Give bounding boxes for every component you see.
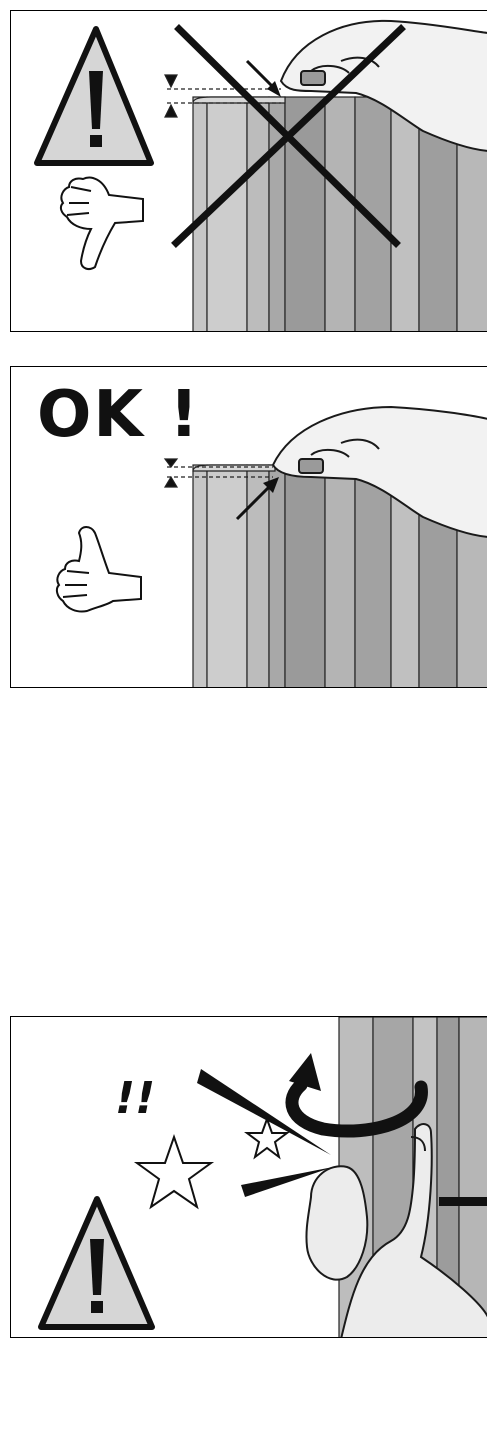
arrow-icon: [247, 61, 281, 97]
panel-wrong-installation: [10, 10, 487, 332]
correct-installation-illustration: [11, 367, 487, 688]
thumbs-up-icon: [57, 527, 141, 612]
star-icon: [137, 1119, 287, 1207]
panel-rotation-warning: !!: [10, 1016, 487, 1338]
panel-correct-installation: OK !: [10, 366, 487, 688]
thumbs-down-icon: [61, 178, 143, 269]
warning-triangle-icon: [41, 1199, 152, 1327]
wrong-installation-illustration: [11, 11, 487, 332]
exclamation-label: !!: [115, 1073, 155, 1124]
warning-triangle-icon: [37, 29, 151, 163]
exclamation-marks-text: !!: [115, 1073, 155, 1124]
rotation-warning-illustration: !!: [11, 1017, 487, 1338]
